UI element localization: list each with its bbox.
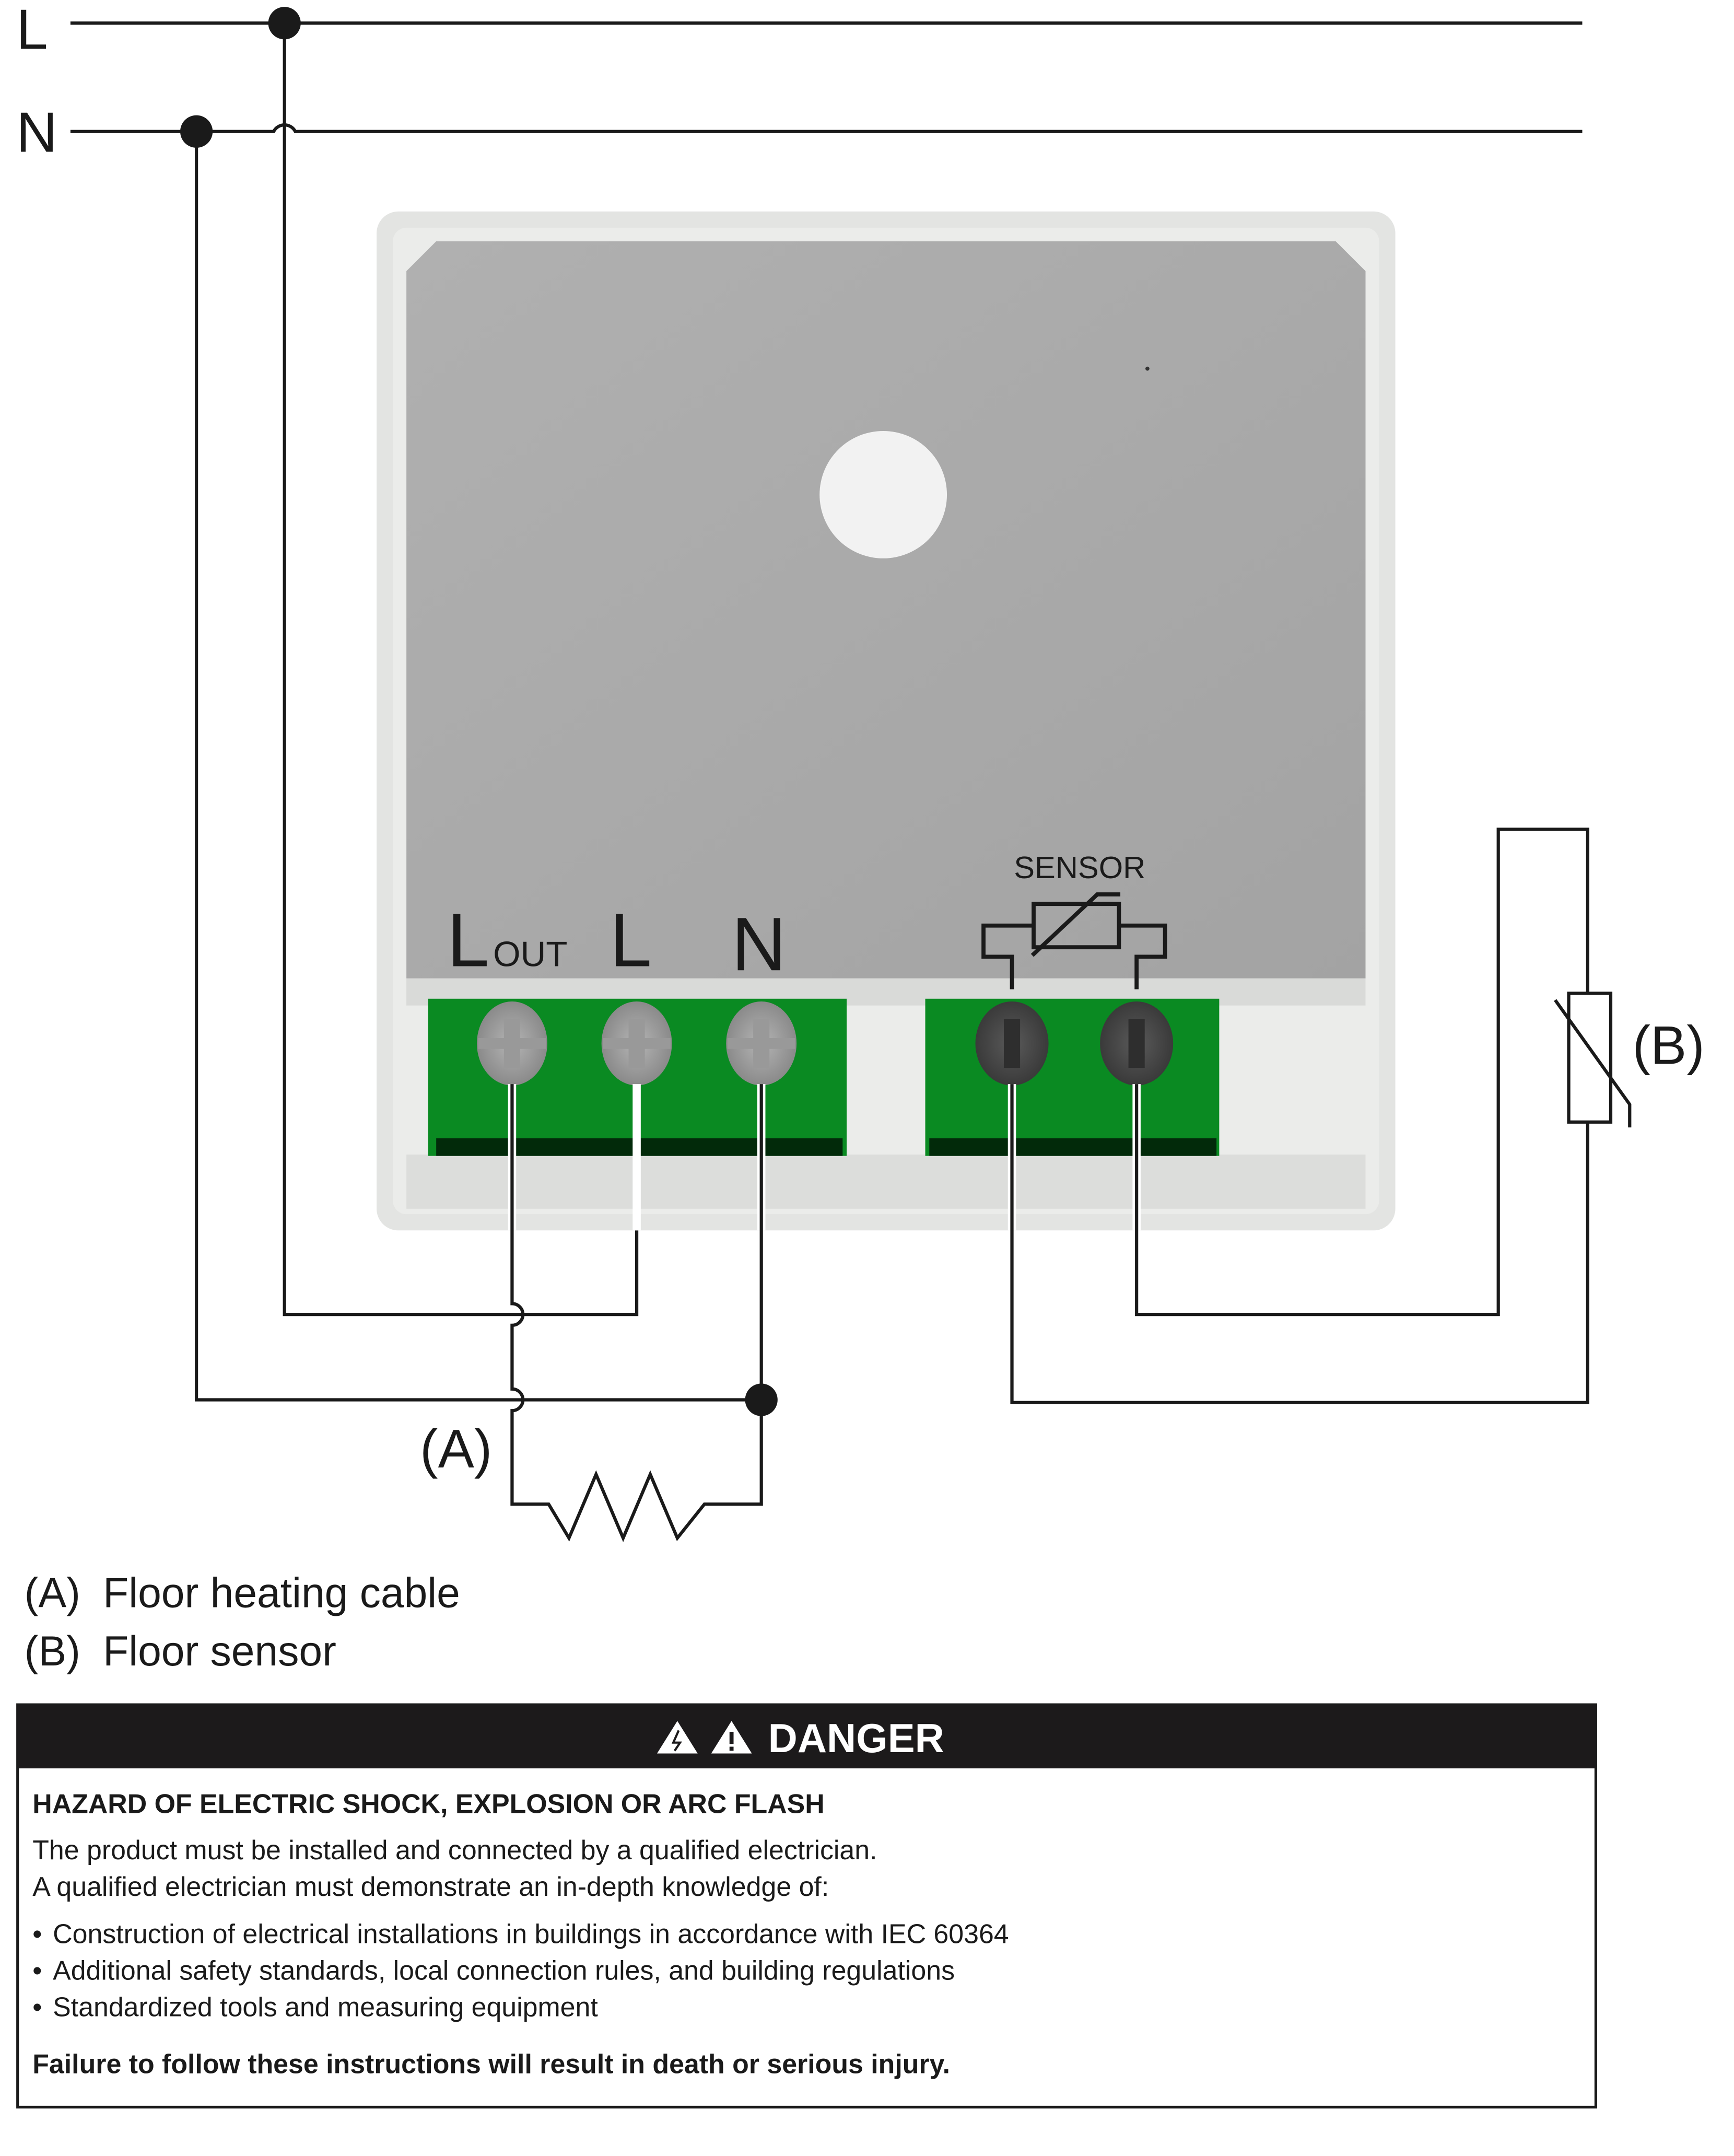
danger-bullet-2: Additional safety standards, local conne…	[53, 1955, 955, 1986]
sensor-terminal-block	[925, 998, 1220, 1156]
danger-bullet-marker: •	[32, 1955, 42, 1986]
led-indicator	[1145, 366, 1150, 371]
terminal-label-l: L	[610, 898, 652, 983]
legend: (A) Floor heating cable (B) Floor sensor	[25, 1569, 460, 1675]
danger-bullet-1: Construction of electrical installations…	[53, 1919, 1009, 1949]
sensor-wire-2	[1135, 828, 1589, 1316]
warning-triangle-icon	[711, 1721, 752, 1754]
sensor-wire-1	[1010, 1084, 1589, 1404]
terminal-label-n: N	[732, 902, 787, 986]
supply-line-label: L	[16, 0, 48, 62]
heating-cable-wire	[510, 1084, 763, 1543]
danger-intro-1: The product must be installed and connec…	[32, 1835, 877, 1865]
danger-intro-2: A qualified electrician must demonstrate…	[32, 1871, 829, 1902]
legend-key-b: (B)	[25, 1628, 80, 1675]
danger-bullet-marker: •	[32, 1992, 42, 2022]
legend-key-a: (A)	[25, 1569, 80, 1616]
callout-b: (B)	[1632, 1015, 1704, 1075]
danger-bullet-marker: •	[32, 1919, 42, 1949]
callout-a: (A)	[420, 1418, 492, 1479]
danger-bullet-3: Standardized tools and measuring equipme…	[53, 1992, 598, 2022]
screw-terminal-sensor-1	[975, 1001, 1049, 1086]
danger-header	[17, 1705, 1596, 1769]
device-button[interactable]	[819, 430, 947, 558]
supply-neutral-label: N	[16, 101, 57, 165]
sensor-label: SENSOR	[1014, 850, 1145, 885]
danger-footer: Failure to follow these instructions wil…	[32, 2049, 950, 2079]
terminal-label-lout: L	[447, 898, 489, 983]
screw-terminal-l	[601, 1001, 672, 1086]
screw-terminal-lout	[477, 1001, 547, 1086]
neutral-conductor	[70, 123, 1583, 133]
screw-terminal-n	[726, 1001, 797, 1086]
device-plate	[406, 241, 1366, 978]
floor-sensor-thermistor-icon	[1554, 992, 1632, 1128]
thermostat-device: L OUT L N SENSOR	[377, 211, 1396, 1231]
danger-heading: HAZARD OF ELECTRIC SHOCK, EXPLOSION OR A…	[32, 1789, 824, 1819]
thermistor-symbol-icon	[981, 892, 1167, 989]
legend-text-b: Floor sensor	[103, 1628, 336, 1675]
neutral-feed-wire	[194, 131, 761, 1402]
terminal-label-lout-sub: OUT	[493, 935, 567, 974]
legend-text-a: Floor heating cable	[103, 1569, 460, 1616]
electric-shock-warning-icon	[657, 1721, 698, 1754]
danger-notice: DANGER HAZARD OF ELECTRIC SHOCK, EXPLOSI…	[16, 1703, 1598, 2109]
screw-terminal-sensor-2	[1100, 1001, 1174, 1086]
danger-title: DANGER	[768, 1716, 944, 1761]
neutral-output-junction-dot	[745, 1383, 778, 1416]
